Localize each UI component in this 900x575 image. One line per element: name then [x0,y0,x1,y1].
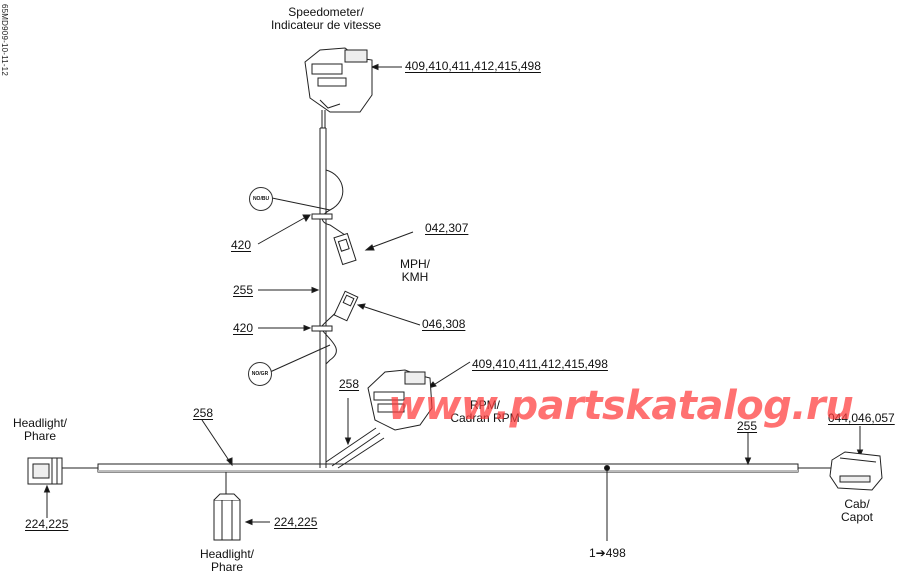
headlight-center-line1: Headlight/ [199,547,255,561]
rpm-label-line2: Cadran RPM [450,411,520,425]
cab-label-line2: Capot [840,510,874,524]
speedometer-label-line1: Speedometer/ [288,5,364,19]
headlight-left-line2: Phare [23,429,57,443]
headlight-left-ref[interactable]: 224,225 [25,517,69,531]
speedometer-ref[interactable]: 409,410,411,412,415,498 [405,59,541,73]
cab-connector-icon [829,451,883,491]
headlight-left-label: Headlight/ Phare [8,417,72,443]
headlight-center-line2: Phare [210,560,244,574]
tag-no-bu: NO/BU [249,187,273,211]
headlight-center-connector-icon [213,493,241,541]
watermark: www.partskatalog.ru [388,383,854,429]
lower-connector-ref[interactable]: 046,308 [422,317,466,331]
mph-label-line1: MPH/ [400,257,430,271]
rpm-ref[interactable]: 409,410,411,412,415,498 [472,357,608,371]
mph-kmh-label: MPH/ KMH [395,258,435,284]
headlight-center-label: Headlight/ Phare [195,548,259,574]
harness-right-ref[interactable]: 255 [737,419,758,433]
harness-vertical-ref[interactable]: 255 [233,283,254,297]
rpm-label-line1: RPM/ [470,398,500,412]
cab-label: Cab/ Capot [832,498,882,524]
lower-plug-icon [333,290,359,322]
tie-upper-ref[interactable]: 420 [231,238,252,252]
tag-no-gr: NO/GR [248,362,272,386]
harness-left-ref[interactable]: 258 [193,406,214,420]
headlight-left-connector-icon [27,457,63,485]
speedometer-label-line2: Indicateur de vitesse [270,18,382,32]
drawing-id: 65MD909-10-11-12 [0,4,9,76]
rpm-connector-icon [367,369,433,431]
upper-connector-ref[interactable]: 042,307 [425,221,469,235]
rpm-label: RPM/ Cadran RPM [440,399,530,425]
speedometer-label: Speedometer/ Indicateur de vitesse [266,6,386,32]
speedometer-connector-icon [304,47,373,113]
mph-label-line2: KMH [401,270,429,284]
tie-lower-ref[interactable]: 420 [233,321,254,335]
cab-label-line1: Cab/ [844,497,870,511]
headlight-center-ref[interactable]: 224,225 [274,515,318,529]
cab-ref[interactable]: 044,046,057 [828,411,895,425]
headlight-left-line1: Headlight/ [12,416,68,430]
upper-plug-icon [333,232,357,266]
main-range-ref[interactable]: 1➔498 [589,546,626,560]
harness-branch-ref[interactable]: 258 [339,377,360,391]
